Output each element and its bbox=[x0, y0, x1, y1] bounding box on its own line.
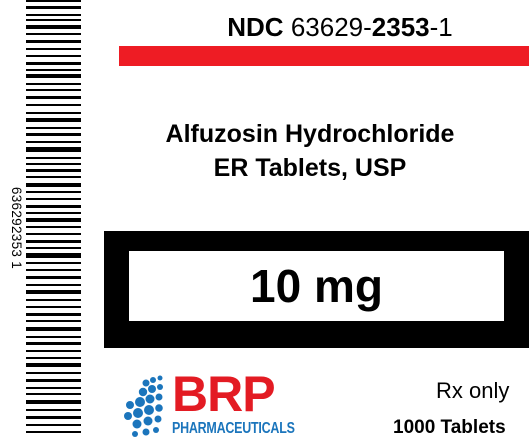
barcode-bar bbox=[26, 299, 81, 301]
barcode-bar bbox=[26, 62, 81, 65]
strength-box bbox=[129, 251, 504, 321]
logo-dot bbox=[132, 419, 142, 429]
barcode-bar bbox=[26, 400, 81, 404]
barcode-bar bbox=[26, 284, 81, 286]
barcode-bar bbox=[26, 69, 81, 71]
logo-dot bbox=[145, 394, 155, 404]
barcode-bar bbox=[26, 191, 81, 193]
barcode-bar bbox=[26, 431, 81, 433]
logo-dot bbox=[142, 428, 150, 436]
barcode-bar bbox=[26, 112, 81, 114]
logo-dot bbox=[135, 397, 145, 407]
barcode-bar bbox=[26, 247, 81, 249]
barcode-bar bbox=[26, 387, 81, 389]
barcode-bar bbox=[26, 205, 81, 208]
barcode-bar bbox=[26, 253, 81, 258]
barcode-bar bbox=[26, 48, 81, 50]
barcode-bar bbox=[26, 33, 81, 35]
barcode-bar bbox=[26, 233, 81, 235]
barcode-bar bbox=[26, 320, 81, 322]
tablet-count: 1000 Tablets bbox=[393, 417, 506, 438]
barcode-bar bbox=[26, 14, 81, 16]
barcode-bar bbox=[26, 25, 81, 29]
logo-dot bbox=[155, 404, 163, 412]
product-name-line2: ER Tablets, USP bbox=[213, 154, 407, 182]
barcode-bar bbox=[26, 357, 81, 359]
logo-dot bbox=[148, 385, 156, 393]
barcode-bar bbox=[26, 157, 81, 159]
logo-dot bbox=[133, 408, 143, 418]
product-name-line1: Alfuzosin Hydrochloride bbox=[165, 120, 455, 148]
barcode-bar bbox=[26, 416, 81, 419]
brp-logo-subtitle: PHARMACEUTICALS bbox=[172, 420, 295, 437]
logo-dot bbox=[124, 412, 132, 420]
barcode-bar bbox=[26, 379, 81, 382]
brp-logo-text: BRP bbox=[172, 366, 276, 422]
barcode-bar bbox=[26, 336, 81, 338]
barcode-bar bbox=[26, 6, 81, 9]
barcode-bar bbox=[26, 409, 81, 411]
barcode-bar bbox=[26, 226, 81, 228]
logo-dot bbox=[155, 393, 163, 401]
logo-dot bbox=[143, 416, 153, 426]
barcode-bar bbox=[26, 327, 81, 331]
barcode-bar bbox=[26, 424, 81, 426]
barcode-bar bbox=[26, 55, 81, 57]
barcode-digits: 636292353 1 bbox=[9, 186, 24, 270]
barcode-bar bbox=[26, 163, 81, 165]
logo-dot bbox=[138, 387, 148, 397]
barcode-bar bbox=[26, 127, 81, 129]
barcode-bar bbox=[26, 313, 81, 316]
barcode-bar bbox=[26, 276, 81, 279]
barcode-bar bbox=[26, 372, 81, 374]
logo-dot bbox=[126, 401, 134, 409]
barcode-bar bbox=[26, 262, 81, 264]
logo-dot bbox=[153, 427, 159, 433]
barcode-bar bbox=[26, 363, 81, 367]
barcode-bar bbox=[26, 96, 81, 99]
barcode-bar bbox=[26, 218, 81, 222]
logo-dot bbox=[144, 405, 154, 415]
red-accent-bar bbox=[119, 46, 529, 66]
barcode-bar bbox=[26, 133, 81, 136]
barcode-bar bbox=[26, 342, 81, 345]
barcode-bar bbox=[26, 147, 81, 152]
barcode-bar bbox=[26, 212, 81, 214]
brp-dots-logo-icon bbox=[124, 375, 163, 437]
barcode-bar bbox=[26, 19, 81, 21]
ndc-prefix: NDC bbox=[227, 12, 284, 42]
ndc-product-code: 2353 bbox=[371, 12, 430, 42]
rx-only: Rx only bbox=[436, 378, 510, 403]
logo-dot bbox=[132, 431, 138, 437]
barcode-bar bbox=[26, 169, 81, 172]
ndc-package-code: -1 bbox=[429, 12, 453, 42]
logo-dot bbox=[157, 384, 163, 390]
barcode-bar bbox=[26, 240, 81, 243]
barcode-bar bbox=[26, 290, 81, 294]
logo-dot bbox=[142, 379, 150, 387]
barcode-bar bbox=[26, 0, 81, 2]
ndc-number: NDC 63629-2353-1 bbox=[160, 12, 520, 42]
barcode-bar bbox=[26, 306, 81, 308]
barcode bbox=[26, 0, 81, 439]
barcode-bar bbox=[26, 393, 81, 395]
barcode-bar bbox=[26, 74, 81, 78]
barcode-bar bbox=[26, 104, 81, 106]
logo-dot bbox=[157, 375, 163, 381]
logo-dot bbox=[154, 415, 162, 423]
strength-text: 10 mg bbox=[250, 260, 383, 312]
barcode-bar bbox=[26, 198, 81, 200]
barcode-bar bbox=[26, 83, 81, 85]
barcode-bar bbox=[26, 269, 81, 271]
barcode-bar bbox=[26, 89, 81, 91]
logo-dot bbox=[150, 377, 156, 383]
barcode-bar bbox=[26, 141, 81, 143]
ndc-labeler-code: 63629- bbox=[290, 12, 372, 42]
barcode-bar bbox=[26, 350, 81, 352]
barcode-bar bbox=[26, 40, 81, 43]
barcode-bar bbox=[26, 176, 81, 178]
barcode-bar bbox=[26, 118, 81, 122]
barcode-bar bbox=[26, 183, 81, 187]
